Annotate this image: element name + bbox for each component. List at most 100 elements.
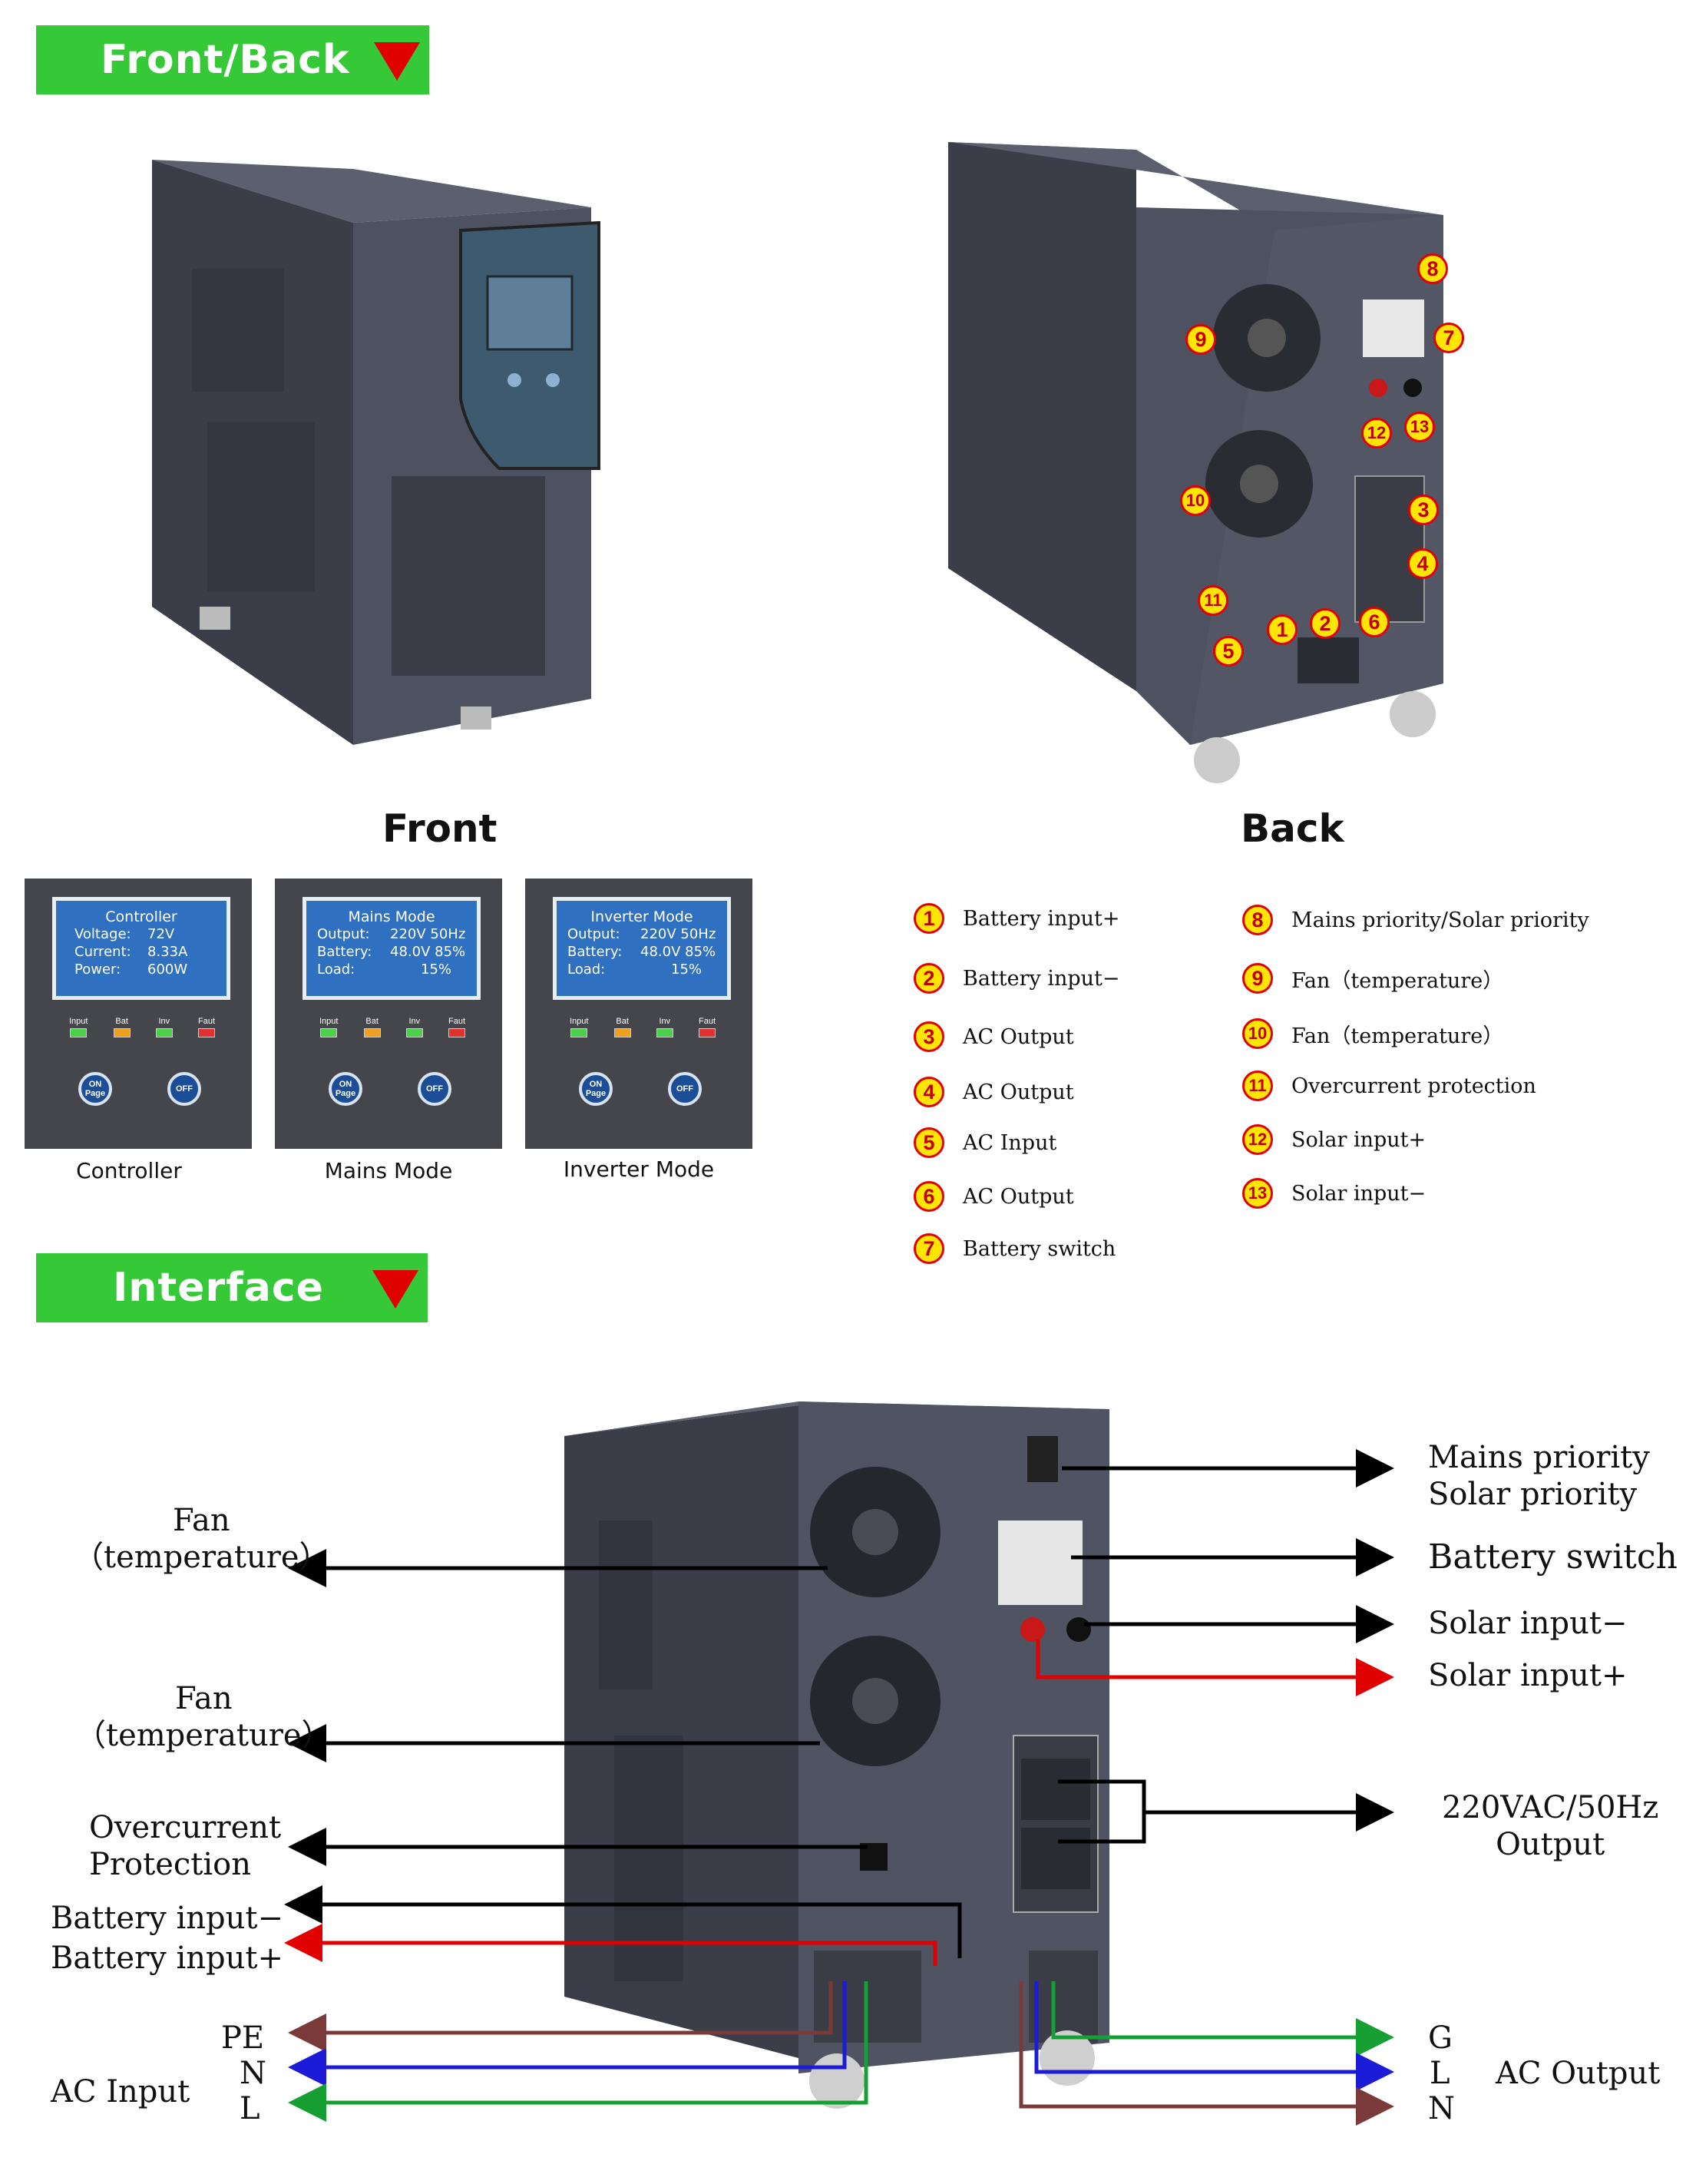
lcd-value: 220V 50Hz <box>390 926 466 942</box>
label-g-output: G <box>1428 2020 1453 2056</box>
label-n-input: N <box>240 2056 266 2091</box>
marker-5: 5 <box>1213 636 1244 667</box>
indicator-leds: Input Bat Inv Faut <box>69 1017 215 1037</box>
led-fault: Faut <box>197 1017 215 1037</box>
legend-label: Solar input+ <box>1291 1127 1426 1152</box>
legend-number: 7 <box>914 1233 944 1264</box>
label-fan-lower: Fan （temperature） <box>75 1681 332 1753</box>
lcd-title: Mains Mode <box>348 908 435 925</box>
lcd-value: 72V <box>147 926 175 942</box>
legend-label: AC Output <box>963 1024 1074 1049</box>
back-caption: Back <box>1241 806 1344 851</box>
led-inv: Inv <box>155 1017 173 1037</box>
panel-mains-mode: Mains Mode Output:220V 50Hz Battery:48.0… <box>275 879 502 1149</box>
panel-caption-controller: Controller <box>76 1158 182 1183</box>
front-back-banner: Front/Back <box>36 25 429 94</box>
led-fault: Faut <box>698 1017 716 1037</box>
lcd-title: Controller <box>105 908 177 925</box>
legend-label: Mains priority/Solar priority <box>1291 908 1589 932</box>
label-pe: PE <box>221 2020 265 2056</box>
led-bat: Bat <box>613 1017 631 1037</box>
marker-13: 13 <box>1404 412 1435 442</box>
label-mains-solar-priority: Mains priority Solar priority <box>1428 1440 1650 1512</box>
lcd-key: Load: <box>567 961 606 978</box>
led-bat: Bat <box>363 1017 381 1037</box>
lcd-screen: Inverter Mode Output: 220V 50Hz Battery: 4… <box>553 897 731 1000</box>
legend-number: 9 <box>1242 963 1273 994</box>
panel-inverter-mode: Inverter Mode Output: 220V 50Hz Battery: 4… <box>525 879 752 1149</box>
panel-caption-inverter-mode: Inverter Mode <box>563 1157 715 1182</box>
led-input: Input <box>319 1017 338 1037</box>
legend-label: Fan（temperature） <box>1291 968 1504 993</box>
lcd-value: 15% <box>421 961 452 978</box>
label-battery-switch: Battery switch <box>1428 1537 1678 1577</box>
panel-caption-mains-mode: Mains Mode <box>324 1158 453 1183</box>
label-battery-input-plus: Battery input+ <box>51 1941 284 1976</box>
legend-number: 4 <box>914 1077 944 1107</box>
lcd-title: Inverter Mode <box>590 908 693 925</box>
lcd-key: Output: <box>567 926 620 942</box>
label-l-output: L <box>1430 2056 1450 2091</box>
lcd-key: Battery: <box>567 944 623 960</box>
lcd-value: 48.0V 85% <box>640 944 716 960</box>
legend-label: Overcurrent protection <box>1291 1074 1536 1098</box>
legend-number: 12 <box>1242 1124 1273 1155</box>
legend-number: 13 <box>1242 1178 1273 1209</box>
legend-number: 1 <box>914 903 944 934</box>
label-solar-input-plus: Solar input+ <box>1428 1658 1628 1693</box>
label-ac-input: AC Input <box>51 2074 190 2110</box>
marker-8: 8 <box>1417 253 1448 284</box>
legend-label: Solar input− <box>1291 1181 1426 1206</box>
marker-2: 2 <box>1310 608 1341 639</box>
dropdown-triangle-icon <box>372 1270 418 1309</box>
legend-label: AC Output <box>963 1080 1074 1104</box>
led-bat: Bat <box>113 1017 131 1037</box>
marker-4: 4 <box>1407 548 1438 579</box>
label-solar-input-minus: Solar input− <box>1428 1606 1628 1641</box>
legend-item-4: 4 AC Output <box>914 1077 1074 1107</box>
legend-number: 5 <box>914 1127 944 1158</box>
lcd-value: 600W <box>147 961 188 978</box>
legend-number: 10 <box>1242 1018 1273 1049</box>
legend-item-6: 6 AC Output <box>914 1181 1074 1212</box>
led-inv: Inv <box>405 1017 423 1037</box>
lcd-key: Battery: <box>317 944 372 960</box>
dropdown-triangle-icon <box>374 42 420 81</box>
legend-number: 6 <box>914 1181 944 1212</box>
led-input: Input <box>570 1017 588 1037</box>
interface-title: Interface <box>113 1265 324 1311</box>
panel-controller: Controller Voltage:72V Current:8.33A Pow… <box>25 879 252 1149</box>
legend-number: 8 <box>1242 905 1273 935</box>
lcd-value: 15% <box>671 961 702 978</box>
label-n-output: N <box>1428 2091 1455 2126</box>
lcd-value: 220V 50Hz <box>640 926 716 942</box>
front-caption: Front <box>382 806 498 851</box>
legend-number: 11 <box>1242 1070 1273 1101</box>
label-ac-output: AC Output <box>1496 2056 1661 2091</box>
on-page-button: ON Page <box>329 1072 362 1106</box>
label-220vac-output: 220VAC/50Hz Output <box>1442 1790 1659 1862</box>
legend-number: 2 <box>914 963 944 994</box>
off-button: OFF <box>167 1072 201 1106</box>
marker-3: 3 <box>1408 495 1439 525</box>
front-back-title: Front/Back <box>101 37 350 83</box>
marker-9: 9 <box>1185 324 1216 355</box>
interface-diagram <box>284 1401 1394 2126</box>
legend-item-12: 12 Solar input+ <box>1242 1124 1426 1155</box>
lcd-key: Power: <box>74 961 121 978</box>
front-product-photo <box>152 160 600 745</box>
legend-item-9: 9 Fan（temperature） <box>1242 963 1503 994</box>
marker-6: 6 <box>1359 607 1390 637</box>
lcd-value: 48.0V 85% <box>390 944 466 960</box>
label-overcurrent-protection: Overcurrent Protection <box>89 1810 282 1882</box>
indicator-leds: Input Bat Inv Faut <box>319 1017 465 1037</box>
legend-item-13: 13 Solar input− <box>1242 1178 1426 1209</box>
legend-label: AC Output <box>963 1184 1074 1209</box>
label-battery-input-minus: Battery input− <box>51 1901 284 1936</box>
marker-10: 10 <box>1180 485 1211 516</box>
